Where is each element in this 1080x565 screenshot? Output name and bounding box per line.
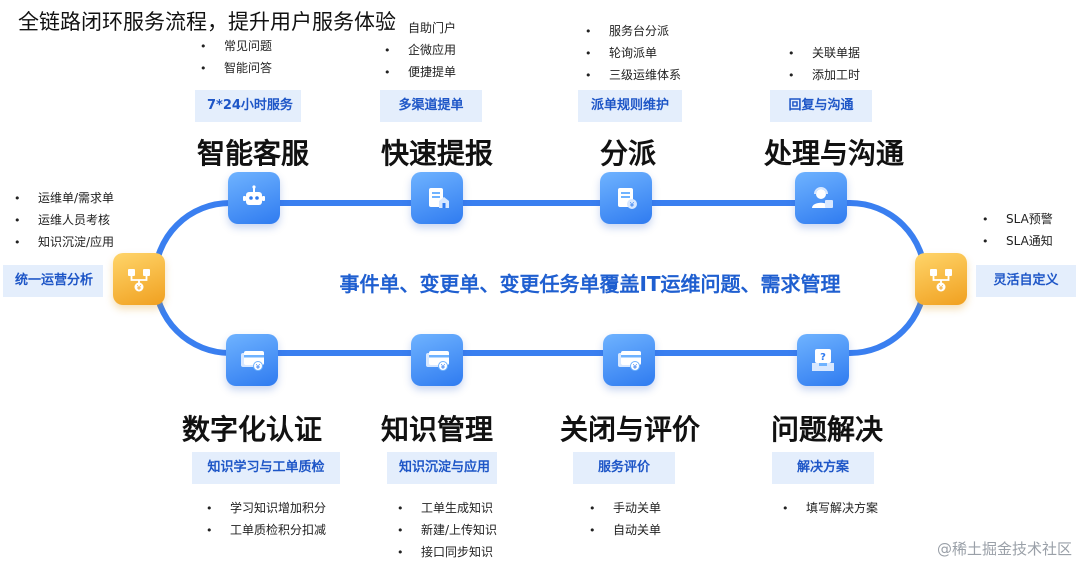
list-item: 新建/上传知识 (397, 519, 497, 541)
stage-title: 快速提报 (380, 137, 493, 170)
stage-tag: 解决方案 (772, 452, 874, 484)
svg-text:¥: ¥ (630, 201, 635, 209)
list-item: 智能问答 (200, 57, 272, 79)
list-item: 常见问题 (200, 35, 272, 57)
stage-tag: 灵活自定义 (976, 265, 1076, 297)
list-item: 服务台分派 (585, 20, 681, 42)
list-item: 自助门户 (384, 17, 456, 39)
bullet-list: 运维单/需求单 运维人员考核 知识沉淀/应用 (14, 187, 114, 253)
dispatch-doc-icon: ¥ (600, 172, 652, 224)
bullet-list: 关联单据 添加工时 (788, 42, 860, 86)
list-item: 工单生成知识 (397, 497, 497, 519)
bullet-list: 学习知识增加积分 工单质检积分扣减 (206, 497, 326, 541)
support-agent-icon (795, 172, 847, 224)
list-item: SLA预警 (982, 208, 1053, 230)
svg-text:?: ? (820, 352, 826, 363)
stage-title: 关闭与评价 (559, 413, 700, 446)
list-item: 填写解决方案 (782, 497, 878, 519)
center-caption: 事件单、变更单、变更任务单覆盖IT运维问题、需求管理 (339, 272, 841, 296)
robot-icon (228, 172, 280, 224)
analytics-flow-icon: ¥ (113, 253, 165, 305)
list-item: SLA通知 (982, 230, 1053, 252)
list-item: 自动关单 (589, 519, 661, 541)
list-item: 接口同步知识 (397, 541, 497, 563)
list-item: 知识沉淀/应用 (14, 231, 114, 253)
bullet-list: 填写解决方案 (782, 497, 878, 519)
svg-text:¥: ¥ (256, 363, 261, 371)
stage-tag: 服务评价 (573, 452, 675, 484)
bullet-list: 自助门户 企微应用 便捷提单 (384, 17, 456, 83)
stage-tag: 知识沉淀与应用 (387, 452, 497, 484)
svg-text:¥: ¥ (633, 363, 638, 371)
custom-flow-icon: ¥ (915, 253, 967, 305)
stage-tag: 7*24小时服务 (195, 90, 301, 122)
stage-title: 分派 (599, 137, 656, 170)
question-box-icon: ? (797, 334, 849, 386)
svg-text:¥: ¥ (939, 284, 944, 292)
svg-text:¥: ¥ (137, 284, 142, 292)
bullet-list: 手动关单 自动关单 (589, 497, 661, 541)
bullet-list: 工单生成知识 新建/上传知识 接口同步知识 (397, 497, 497, 563)
stage-title: 知识管理 (380, 413, 493, 446)
stage-tag: 知识学习与工单质检 (192, 452, 340, 484)
stage-tag: 派单规则维护 (578, 90, 682, 122)
list-item: 学习知识增加积分 (206, 497, 326, 519)
list-item: 三级运维体系 (585, 64, 681, 86)
stage-title: 智能客服 (196, 137, 309, 170)
stage-title: 数字化认证 (181, 413, 322, 446)
list-item: 运维人员考核 (14, 209, 114, 231)
stage-title: 处理与沟通 (763, 137, 904, 170)
page-title: 全链路闭环服务流程，提升用户服务体验 (18, 10, 396, 34)
list-item: 便捷提单 (384, 61, 456, 83)
card-certify-icon: ¥ (226, 334, 278, 386)
bullet-list: 常见问题 智能问答 (200, 35, 272, 79)
watermark: @稀土掘金技术社区 (936, 540, 1072, 558)
list-item: 手动关单 (589, 497, 661, 519)
list-item: 轮询派单 (585, 42, 681, 64)
stage-tag: 统一运营分析 (3, 265, 103, 297)
bullet-list: SLA预警 SLA通知 (982, 208, 1053, 252)
knowledge-card-icon: ¥ (411, 334, 463, 386)
list-item: 添加工时 (788, 64, 860, 86)
list-item: 运维单/需求单 (14, 187, 114, 209)
rating-card-icon: ¥ (603, 334, 655, 386)
stage-title: 问题解决 (770, 413, 883, 446)
list-item: 工单质检积分扣减 (206, 519, 326, 541)
stage-tag: 多渠道提单 (380, 90, 482, 122)
list-item: 企微应用 (384, 39, 456, 61)
list-item: 关联单据 (788, 42, 860, 64)
bullet-list: 服务台分派 轮询派单 三级运维体系 (585, 20, 681, 86)
svg-text:¥: ¥ (441, 363, 446, 371)
stage-tag: 回复与沟通 (770, 90, 872, 122)
document-submit-icon (411, 172, 463, 224)
